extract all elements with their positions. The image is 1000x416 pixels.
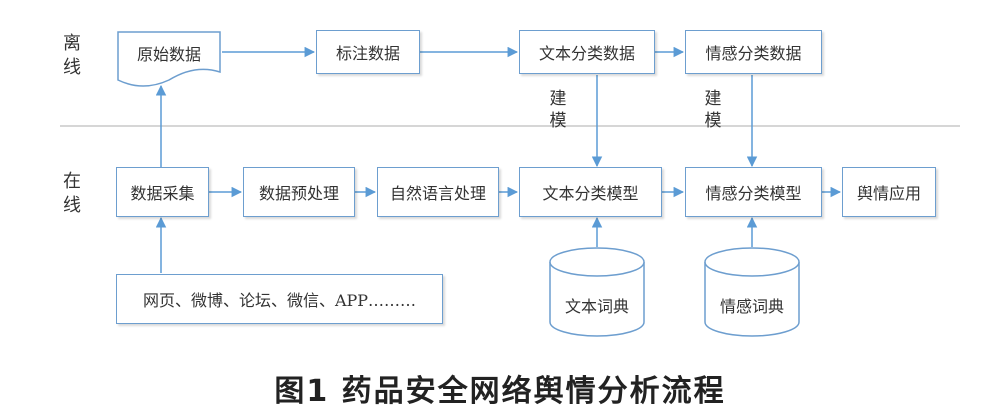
application-node: 舆情应用: [842, 167, 936, 217]
figure-caption: 图1 药品安全网络舆情分析流程: [274, 374, 726, 409]
emotion-dictionary-cylinder: [704, 247, 800, 337]
text-dictionary-label: 文本词典: [564, 297, 629, 316]
preprocess-node: 数据预处理: [243, 167, 355, 217]
emotion-dictionary-label: 情感词典: [719, 297, 784, 316]
raw-data-node: 原始数据: [118, 28, 220, 78]
section-label-offline: 离线: [63, 33, 81, 78]
collect-node: 数据采集: [116, 167, 209, 217]
raw-data-document-shape: [117, 31, 221, 87]
label-data-node: 标注数据: [316, 30, 420, 74]
section-label-online: 在线: [63, 171, 81, 216]
nlp-node: 自然语言处理: [377, 167, 499, 217]
raw-data-label: 原始数据: [136, 45, 201, 64]
emotion-class-data-node: 情感分类数据: [685, 30, 822, 74]
text-dictionary: 文本词典: [550, 248, 644, 336]
build-label-emotion: 建模: [704, 89, 722, 131]
emotion-dictionary: 情感词典: [705, 248, 799, 336]
data-sources-node: 网页、微博、论坛、微信、APP………: [116, 274, 443, 324]
emotion-model-node: 情感分类模型: [685, 167, 822, 217]
build-label-text: 建模: [549, 89, 567, 131]
text-class-data-node: 文本分类数据: [519, 30, 655, 74]
text-model-node: 文本分类模型: [519, 167, 662, 217]
text-dictionary-cylinder: [549, 247, 645, 337]
